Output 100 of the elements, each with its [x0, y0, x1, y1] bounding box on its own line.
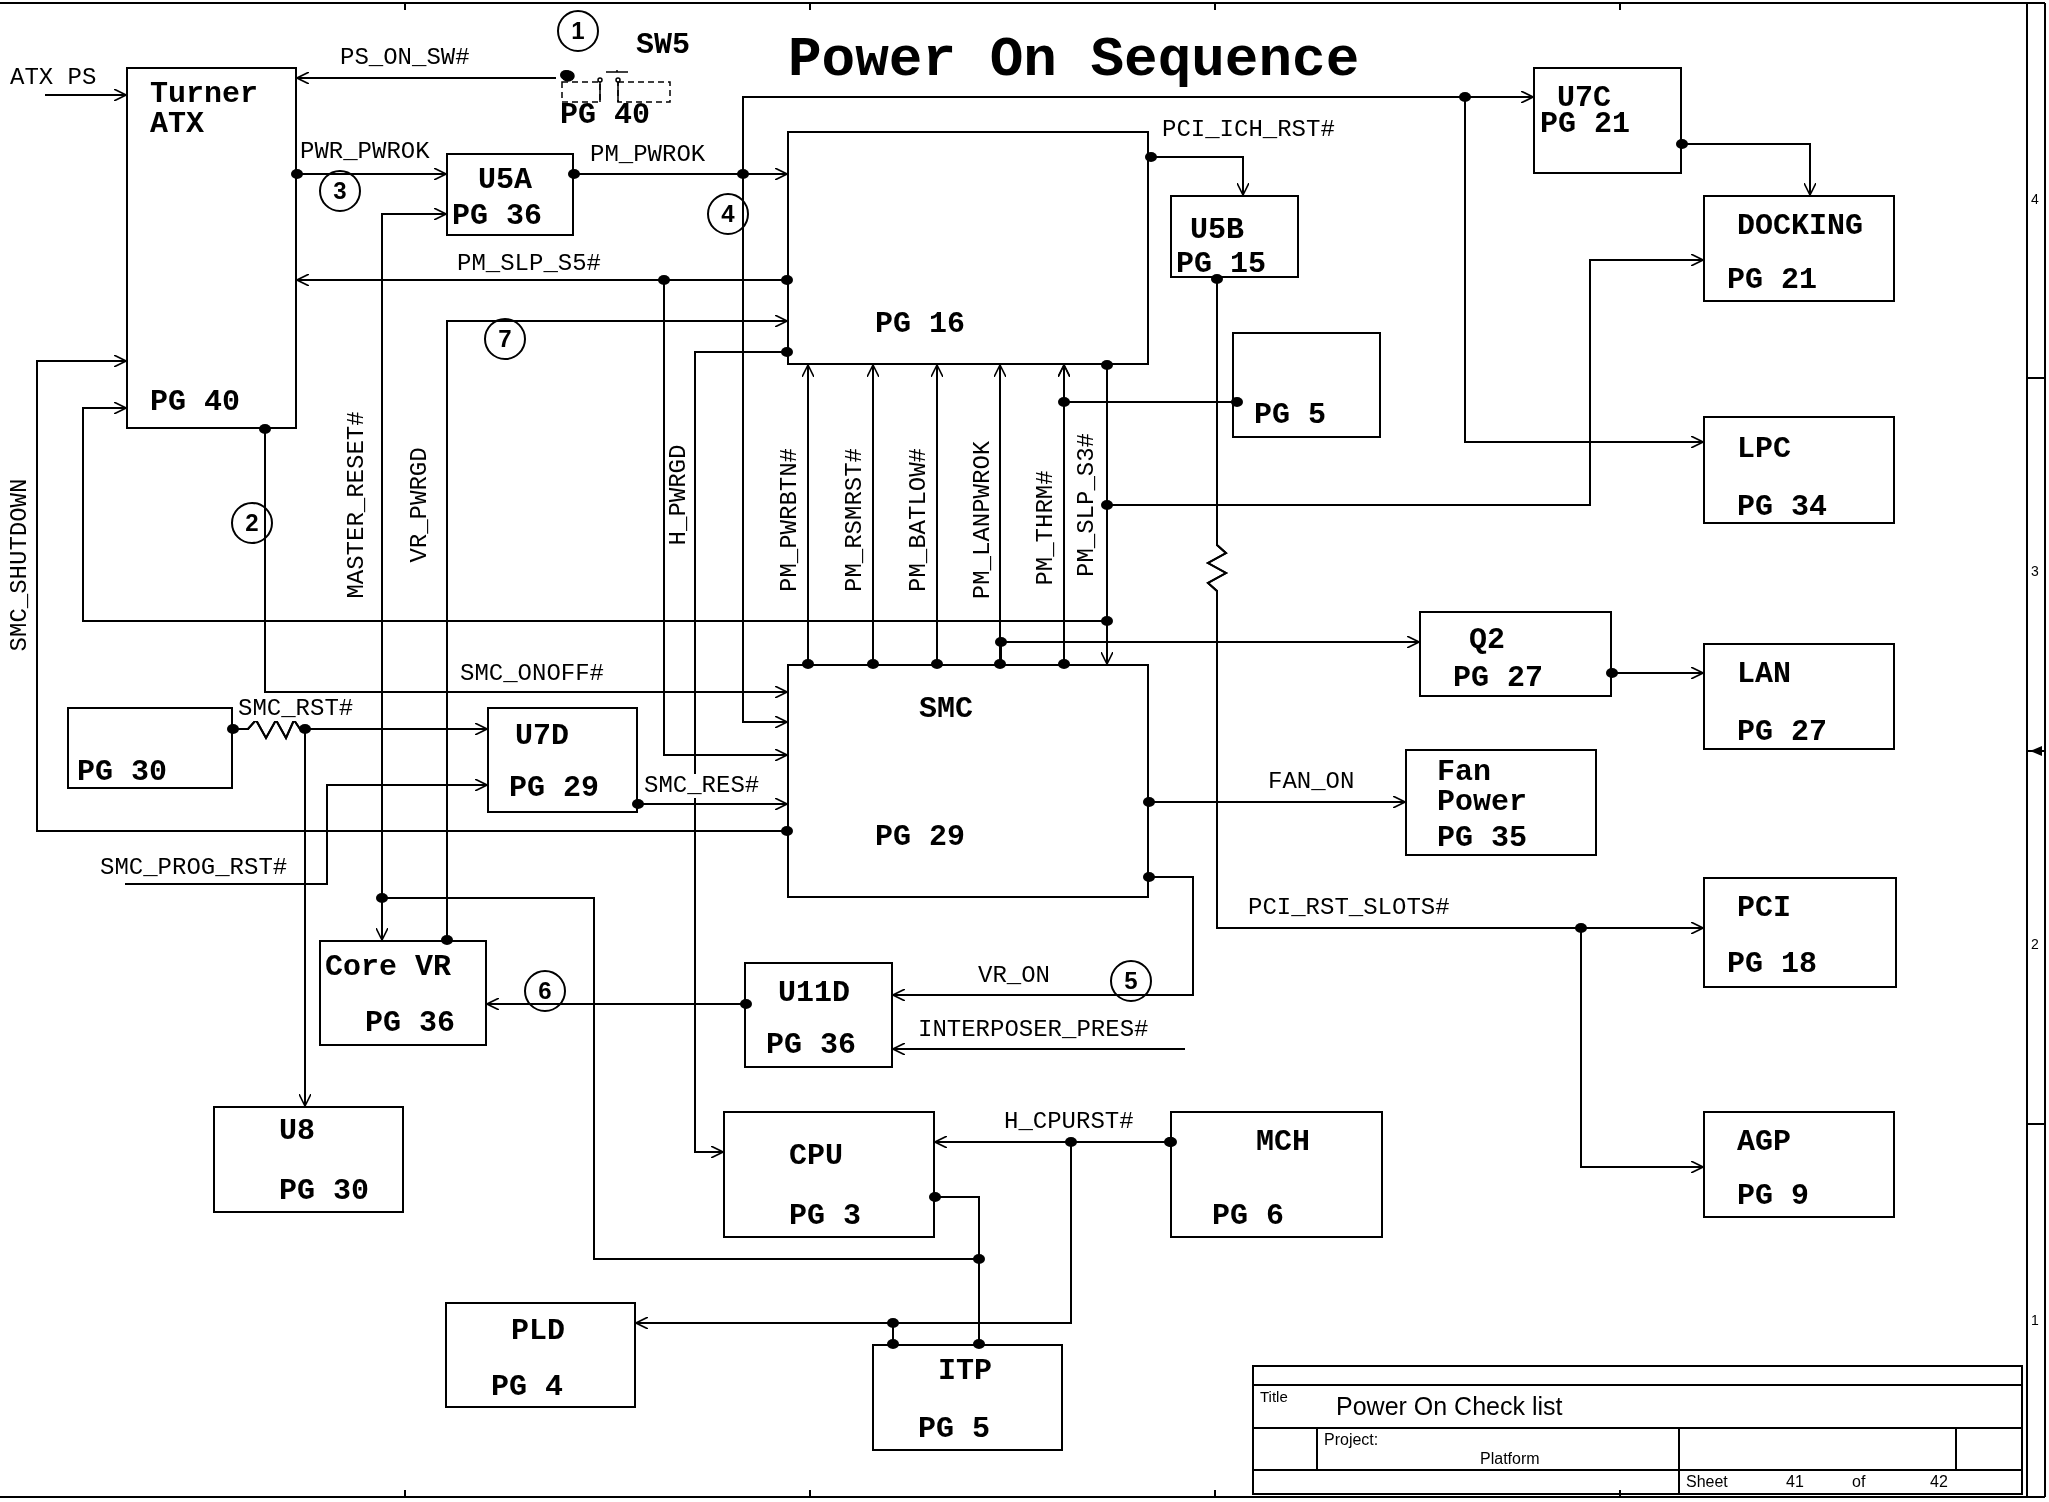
component-name: Q2 — [1469, 625, 1505, 655]
component-name: U11D — [778, 978, 850, 1008]
page-reference: PG 9 — [1737, 1181, 1809, 1211]
component-name: PLD — [511, 1316, 565, 1346]
component-name: AGP — [1737, 1127, 1791, 1157]
callout-number: 6 — [524, 970, 566, 1012]
page-reference: PG 29 — [509, 773, 599, 803]
zone-number: 3 — [2031, 563, 2039, 579]
callout-number: 1 — [557, 10, 599, 52]
page-reference: PG 30 — [279, 1176, 369, 1206]
component-name: SW5 — [636, 30, 690, 60]
page-reference: PG 27 — [1453, 663, 1543, 693]
page-reference: PG 36 — [766, 1030, 856, 1060]
signal-label: PCI_ICH_RST# — [1160, 118, 1337, 142]
component-name: DOCKING — [1737, 211, 1864, 241]
component-box — [1170, 195, 1299, 278]
signal-label: SMC_RES# — [642, 774, 762, 798]
sheet-total: 42 — [1930, 1474, 1948, 1490]
component-box — [126, 67, 297, 429]
signal-arrow — [892, 876, 1194, 1002]
title-field-label: Title — [1260, 1389, 1288, 1404]
page-reference: PG 30 — [77, 757, 167, 787]
page-reference: PG 16 — [875, 309, 965, 339]
component-box — [787, 131, 1149, 365]
component-name: PCI — [1737, 893, 1791, 923]
signal-label: PM_SLP_S5# — [455, 252, 604, 276]
page-reference: PG 27 — [1737, 717, 1827, 747]
component-box — [723, 1111, 935, 1238]
signal-arrow — [296, 71, 557, 85]
callout-number: 3 — [319, 170, 361, 212]
signal-label: SMC_ONOFF# — [458, 662, 607, 686]
component-name: MCH — [1256, 1127, 1310, 1157]
component-name: Turner ATX — [150, 79, 260, 139]
page-reference: PG 40 — [560, 100, 650, 130]
signal-label: PM_PWROK — [588, 143, 708, 167]
page-reference: PG 15 — [1176, 249, 1266, 279]
component-box — [1703, 643, 1895, 750]
component-box — [319, 940, 487, 1046]
page-reference: PG 4 — [491, 1372, 563, 1402]
component-box — [1170, 1111, 1383, 1238]
component-name: Core VR — [325, 952, 452, 982]
zone-number: 4 — [2031, 191, 2039, 207]
component-box — [1405, 749, 1597, 856]
page-reference: PG 21 — [1727, 265, 1817, 295]
signal-arrow — [44, 88, 127, 102]
sheet-field-label: Sheet — [1686, 1474, 1728, 1490]
signal-label: PCI_RST_SLOTS# — [1246, 896, 1452, 920]
zone-number: 1 — [2031, 1312, 2039, 1328]
signal-arrow — [124, 778, 488, 885]
component-name: U5B — [1190, 215, 1244, 245]
page-reference: PG 40 — [150, 387, 240, 417]
signal-arrow — [1057, 364, 1233, 403]
signal-label: SMC_PROG_RST# — [98, 856, 290, 880]
page-reference: PG 29 — [875, 822, 965, 852]
component-box — [1419, 611, 1612, 697]
component-box — [1703, 1111, 1895, 1218]
sheet-title: Power On Check list — [1336, 1394, 1563, 1419]
component-box — [213, 1106, 404, 1213]
component-box — [67, 707, 233, 789]
signal-label: VR_PWRGD — [408, 445, 432, 565]
page-reference: PG 18 — [1727, 949, 1817, 979]
signal-label: SMC_RST# — [236, 697, 356, 721]
component-box — [446, 153, 574, 236]
component-box — [787, 664, 1149, 898]
component-name: CPU — [789, 1141, 843, 1171]
project-field-label: Project: — [1324, 1432, 1379, 1448]
sheet-number: 41 — [1786, 1474, 1804, 1490]
page-reference: PG 3 — [789, 1201, 861, 1231]
page-reference: PG 36 — [365, 1008, 455, 1038]
component-box — [1703, 416, 1895, 524]
callout-number: 4 — [707, 193, 749, 235]
component-box — [1533, 67, 1682, 174]
diagram-title: Power On Sequence — [788, 28, 1360, 92]
component-name: ITP — [938, 1356, 992, 1386]
signal-label: H_CPURST# — [1002, 1110, 1136, 1134]
component-box — [1232, 332, 1381, 438]
callout-number: 2 — [231, 502, 273, 544]
signal-label: PWR_PWROK — [298, 140, 432, 164]
sheet-field-label: of — [1852, 1474, 1866, 1490]
component-name: LAN — [1737, 659, 1791, 689]
component-box — [872, 1344, 1063, 1451]
zone-number: 2 — [2031, 936, 2039, 952]
page-reference: PG 6 — [1212, 1201, 1284, 1231]
callout-number: 5 — [1110, 960, 1152, 1002]
component-name: U8 — [279, 1116, 315, 1146]
component-name: Fan Power — [1437, 757, 1528, 817]
component-name: U7D — [515, 721, 569, 751]
component-box — [744, 962, 893, 1068]
component-name: LPC — [1737, 434, 1791, 464]
project-name: Platform — [1480, 1451, 1540, 1467]
component-box — [445, 1302, 636, 1408]
component-box — [1703, 877, 1897, 988]
component-name: U5A — [478, 165, 532, 195]
signal-label: PS_ON_SW# — [338, 46, 472, 70]
page-reference: PG 34 — [1737, 492, 1827, 522]
page-reference: PG 36 — [452, 201, 542, 231]
component-box — [1703, 195, 1895, 302]
component-name: SMC — [919, 694, 973, 724]
signal-arrow — [892, 1042, 1186, 1056]
page-reference: PG 5 — [1254, 400, 1326, 430]
